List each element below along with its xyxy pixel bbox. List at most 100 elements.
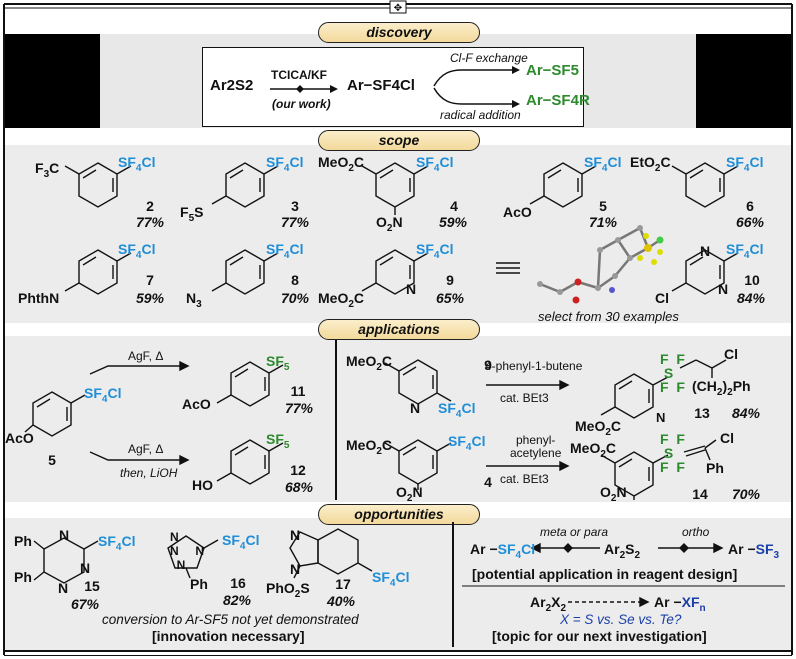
app-13-yield: 84% xyxy=(731,405,761,421)
opp-ar2x2: Ar2X2 xyxy=(530,594,567,614)
scope-3-yield: 77% xyxy=(280,214,310,230)
app-5-sub: AcO xyxy=(5,430,34,446)
opp-left-bracket: [innovation necessary] xyxy=(152,628,305,644)
app-13-cl: Cl xyxy=(724,346,738,362)
opp-ar-sf3: Ar −SF3 xyxy=(728,541,780,561)
scope-9-group: SF4Cl xyxy=(416,241,454,261)
opp-16-yield: 82% xyxy=(222,592,252,608)
app-13-sub: MeO2C xyxy=(575,418,622,438)
app-13-chain: (CH2)2Ph xyxy=(692,378,751,398)
scope-10-ring-n1: N xyxy=(700,243,711,259)
app-r4-reagent: phenyl-acetylene xyxy=(510,433,562,460)
app-13-num: 13 xyxy=(694,405,710,421)
opp-ar-sf4cl: Ar −SF4Cl xyxy=(470,541,536,561)
opp-16-num: 16 xyxy=(230,575,246,591)
scope-3-group: SF4Cl xyxy=(266,154,304,174)
discovery-our-work: (our work) xyxy=(272,97,331,111)
opp-question: X = S vs. Se vs. Te? xyxy=(560,612,682,627)
app-9-ring-n: N xyxy=(410,400,421,416)
app-14-sub-b: O2N xyxy=(600,484,627,504)
scope-5-yield: 71% xyxy=(588,214,618,230)
scope-pill: scope xyxy=(318,130,480,151)
discovery-right-block xyxy=(696,34,791,128)
svg-text:✥: ✥ xyxy=(394,3,402,14)
scope-9-yield: 65% xyxy=(435,290,465,306)
scope-panel xyxy=(5,145,791,323)
app-4-group: SF4Cl xyxy=(448,433,486,453)
applications-pill: applications xyxy=(318,319,480,340)
opp-17-n1: N xyxy=(290,527,301,543)
scope-10-group: SF4Cl xyxy=(726,241,764,261)
scope-6-num: 6 xyxy=(746,198,754,214)
scope-8-group: SF4Cl xyxy=(266,241,304,261)
opp-17-num: 17 xyxy=(335,576,351,592)
scope-9-ring-n: N xyxy=(406,281,417,297)
discovery-top-product: Ar−SF5 xyxy=(526,62,579,79)
scope-4-group: SF4Cl xyxy=(416,154,454,174)
app-11-yield: 77% xyxy=(284,400,314,416)
opp-ar-xfn: Ar −XFn xyxy=(654,594,706,614)
app-5-num: 5 xyxy=(48,452,56,468)
app-14-sub-a: MeO2C xyxy=(570,440,617,460)
discovery-top-label: Cl-F exchange xyxy=(450,51,528,65)
opp-topic-bracket: [topic for our next investigation] xyxy=(492,628,707,644)
scope-4-sub-b: O2N xyxy=(376,214,403,234)
opp-15-n3: N xyxy=(58,580,69,596)
discovery-box xyxy=(202,47,584,127)
opp-15-group: SF4Cl xyxy=(98,533,136,553)
opportunities-divider xyxy=(452,522,454,647)
app-14-ph: Ph xyxy=(706,460,724,476)
opp-15-n1: N xyxy=(59,527,70,543)
scope-8-yield: 70% xyxy=(280,290,310,306)
app-11-sub: AcO xyxy=(182,396,211,412)
scope-10-ring-n2: N xyxy=(718,281,729,297)
discovery-intermediate: Ar−SF4Cl xyxy=(347,77,415,94)
app-11-num: 11 xyxy=(290,383,306,399)
applications-panel xyxy=(5,336,791,502)
app-r2-extra: then, LiOH xyxy=(120,466,178,480)
scope-2-sub: F3C xyxy=(35,160,60,180)
opp-ar2s2: Ar2S2 xyxy=(604,541,641,561)
app-4-sub-a: MeO2C xyxy=(346,437,393,457)
applications-divider xyxy=(335,340,337,500)
scope-4-sub-a: MeO2C xyxy=(318,154,365,174)
opp-left-note: conversion to Ar-SF5 not yet demonstrate… xyxy=(102,612,359,627)
app-r1-reagent: AgF, Δ xyxy=(128,349,164,363)
scope-6-yield: 66% xyxy=(735,214,765,230)
discovery-conditions: TCICA/KF xyxy=(271,68,327,82)
discovery-reagent: Ar2S2 xyxy=(210,77,254,94)
opp-15-n2: N xyxy=(80,560,91,576)
scope-4-num: 4 xyxy=(450,198,458,214)
opp-17-n2: N xyxy=(290,561,301,577)
opp-17-yield: 40% xyxy=(326,593,356,609)
app-12-yield: 68% xyxy=(284,479,314,495)
app-r3-reagent: 4-phenyl-1-butene xyxy=(485,359,583,373)
app-4-sub-b: O2N xyxy=(396,484,423,504)
scope-9-sub: MeO2C xyxy=(318,290,365,310)
app-12-num: 12 xyxy=(290,462,306,478)
opp-reagent-bracket: [potential application in reagent design… xyxy=(472,566,738,582)
app-14-cl: Cl xyxy=(720,430,734,446)
app-r3-extra: cat. BEt3 xyxy=(500,391,549,405)
opp-15-ph1: Ph xyxy=(14,533,32,549)
scope-8-sub: N3 xyxy=(186,290,202,310)
opp-15-ph2: Ph xyxy=(14,569,32,585)
app-5-group: SF4Cl xyxy=(84,385,122,405)
app-14-yield: 70% xyxy=(731,486,761,502)
scope-6-sub: EtO2C xyxy=(630,154,671,174)
discovery-left-block xyxy=(5,34,100,128)
app-11-group: SF5 xyxy=(266,353,290,373)
opp-17-so2ph: PhO2S xyxy=(266,580,310,600)
discovery-bottom-product: Ar−SF4R xyxy=(526,92,590,109)
opportunities-pill: opportunities xyxy=(318,504,480,525)
scope-2-group: SF4Cl xyxy=(118,154,156,174)
scope-7-yield: 59% xyxy=(135,290,165,306)
app-14-num: 14 xyxy=(692,486,708,502)
